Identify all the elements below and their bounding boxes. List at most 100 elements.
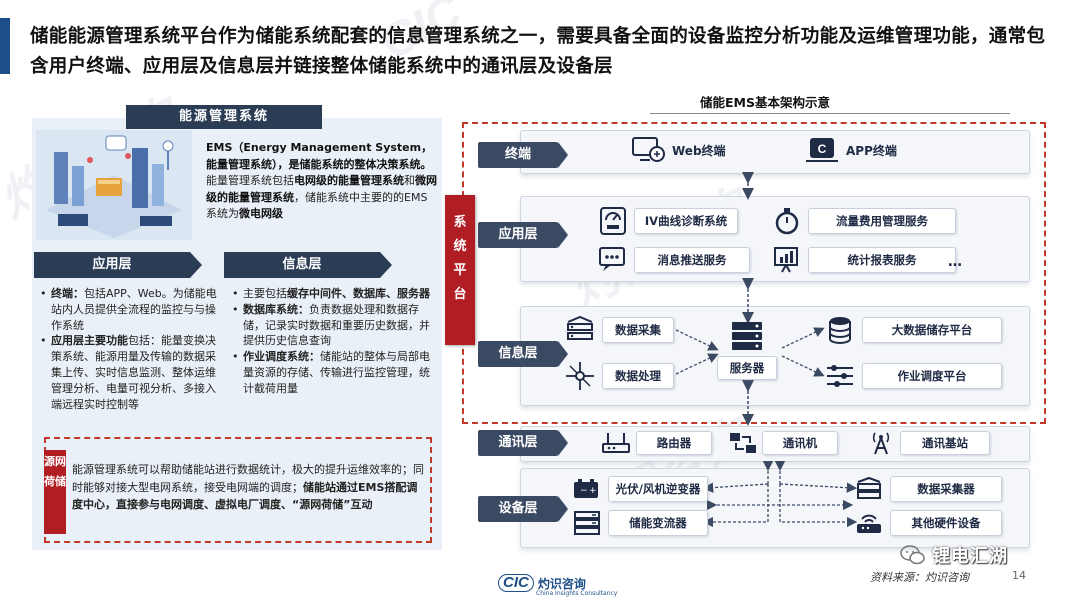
comm-base-station-chip: 通讯基站	[900, 431, 990, 455]
ems-desc-bold-2: 电网级的能量管理系统	[294, 174, 404, 187]
data-collection: 数据采集	[564, 314, 674, 346]
gauge-icon	[598, 206, 628, 236]
svg-text:−: −	[580, 486, 588, 496]
bullet-bold: 作业调度系统：	[243, 350, 320, 364]
cic-logo-subtitle: China Insights Consultancy	[536, 590, 618, 597]
data-processing: 数据处理	[564, 360, 674, 392]
wechat-watermark: 锂电汇湖	[900, 542, 1008, 568]
footer-source: 资料来源：灼识咨询	[870, 571, 969, 584]
page-number: 14	[1012, 569, 1026, 582]
list-item: 主要包括缓存中间件、数据库、服务器	[232, 286, 432, 302]
ems-desc-text-1: 能量管理系统包括	[206, 174, 294, 187]
comm-machine: 通讯机	[728, 430, 838, 456]
ems-desc-text-2: 和	[404, 174, 415, 187]
presentation-chart-icon	[772, 246, 802, 274]
stat-report-service-label: 统计报表服务	[847, 253, 917, 267]
other-hardware: 其他硬件设备	[854, 510, 1002, 536]
chat-icon	[598, 246, 628, 274]
pv-wind-inverter-label: 光伏/风机逆变器	[615, 482, 701, 496]
comm-machine-label: 通讯机	[782, 436, 818, 450]
bullet-bold: 应用层主要功能	[51, 334, 128, 348]
bullet-pre: 主要包括	[243, 287, 287, 300]
collector-rack-icon	[854, 476, 884, 502]
iv-curve-system: IV曲线诊断系统	[598, 206, 738, 236]
cic-logo: CIC 灼识咨询 China Insights Consultancy	[498, 574, 617, 597]
traffic-fee-service: 流量费用管理服务	[772, 206, 956, 236]
traffic-fee-service-chip: 流量费用管理服务	[808, 208, 956, 234]
big-data-storage-label: 大数据储存平台	[891, 323, 973, 337]
svg-text:+: +	[589, 486, 597, 496]
server-icon	[732, 322, 762, 350]
router: 路由器	[600, 430, 712, 456]
network-hub-icon	[564, 360, 596, 392]
pcs-converter: 储能变流器	[572, 510, 708, 536]
big-data-storage-chip: 大数据储存平台	[862, 317, 1002, 343]
job-scheduling-chip: 作业调度平台	[862, 363, 1002, 389]
job-scheduling-platform: 作业调度平台	[824, 360, 1002, 392]
stat-report-service: 统计报表服务	[772, 246, 956, 274]
sliders-icon	[824, 360, 856, 392]
data-collection-chip: 数据采集	[602, 317, 674, 343]
bullet-bold: 终端：	[51, 287, 84, 300]
router-label: 路由器	[656, 436, 692, 450]
message-push-service: 消息推送服务	[598, 246, 750, 274]
source-bold-text: 储能站通过EMS搭配调度中心，直接参与电网调度、虚拟电厂调度、“源网荷储”互动	[72, 480, 418, 512]
wifi-router-icon	[854, 510, 884, 536]
source-grid-load-storage-tag: 源网荷储	[44, 450, 66, 534]
router-icon	[600, 430, 632, 456]
app-layer-bullets: 终端：包括APP、Web。为储能电站内人员提供全流程的监控与与操作系统 应用层主…	[40, 286, 218, 412]
data-processing-chip: 数据处理	[602, 363, 674, 389]
ems-desc-text-3: ，储能系统中主要的的EMS系统为	[206, 190, 428, 221]
svg-text:C: C	[818, 142, 827, 156]
ems-description: EMS（Energy Management System，能量管理系统），是储能…	[206, 140, 438, 223]
battery-icon: −+	[572, 476, 602, 502]
data-collector: 数据采集器	[854, 476, 1002, 502]
job-scheduling-label: 作业调度平台	[897, 369, 967, 383]
data-collection-label: 数据采集	[615, 323, 661, 337]
web-terminal: Web终端	[630, 136, 726, 164]
stat-report-service-chip: 统计报表服务	[808, 247, 956, 273]
pv-wind-inverter: −+ 光伏/风机逆变器	[572, 476, 708, 502]
comm-base-station-label: 通讯基站	[922, 436, 968, 450]
comm-machine-chip: 通讯机	[762, 431, 838, 455]
network-switch-icon	[728, 430, 758, 456]
diagram-title: 储能EMS基本架构示意	[700, 95, 830, 110]
info-layer-header: 信息层	[224, 252, 392, 278]
list-item: 作业调度系统：储能站的整体与局部电量资源的存储、传输进行监控管理，统计截荷用量	[232, 349, 432, 396]
message-push-service-label: 消息推送服务	[657, 253, 727, 267]
list-item: 终端：包括APP、Web。为储能电站内人员提供全流程的监控与与操作系统	[40, 286, 218, 333]
bullet-text: 储能站的整体与局部电量资源的存储、传输进行监控管理，统计截荷用量	[243, 350, 430, 395]
router-chip: 路由器	[636, 431, 712, 455]
app-icon: C	[804, 136, 840, 164]
data-processing-label: 数据处理	[615, 369, 661, 383]
data-collector-chip: 数据采集器	[890, 476, 1002, 502]
app-terminal: C APP终端	[804, 136, 897, 164]
pv-wind-inverter-chip: 光伏/风机逆变器	[608, 476, 708, 502]
message-push-service-chip: 消息推送服务	[634, 247, 750, 273]
app-layer-tag: 应用层	[478, 222, 568, 248]
system-platform-tag: 系统平台	[445, 195, 475, 345]
list-item: 应用层主要功能包括：能量变换决策系统、能源用量及传输的数据采集上传、实时信息监测…	[40, 333, 218, 412]
big-data-storage-platform: 大数据储存平台	[824, 314, 1002, 346]
source-grid-load-storage-text: 能源管理系统可以帮助储能站进行数据统计，极大的提升运维效率的；同时能够对接大型电…	[72, 461, 428, 514]
data-collector-label: 数据采集器	[917, 482, 975, 496]
iv-curve-system-label: IV曲线诊断系统	[644, 214, 728, 228]
info-layer-tag: 信息层	[478, 341, 568, 367]
bullet-bold: 数据库系统：	[243, 302, 309, 316]
comm-layer-tag: 通讯层	[478, 430, 568, 456]
ems-badge: 能源管理系统	[126, 105, 322, 129]
smart-city-illustration	[36, 130, 192, 240]
server-rack-icon	[564, 314, 596, 346]
device-layer-tag: 设备层	[478, 496, 568, 522]
stopwatch-icon	[772, 206, 802, 236]
rack-server-icon	[572, 510, 602, 536]
bullet-text: 包括：能量变换决策系统、能源用量及传输的数据采集上传、实时信息监测、整体运维管理…	[51, 334, 216, 411]
app-terminal-label: APP终端	[846, 143, 897, 158]
ems-desc-bold-4: 微电网级	[239, 207, 283, 220]
terminal-layer-panel	[520, 130, 1030, 174]
bullet-text: 包括APP、Web。为储能电站内人员提供全流程的监控与与操作系统	[51, 287, 217, 332]
list-item: 数据库系统：负责数据处理和数据存储，记录实时数据和重要历史数据，并提供历史信息查…	[232, 302, 432, 349]
monitor-icon	[630, 136, 666, 164]
bullet-text: 负责数据处理和数据存储，记录实时数据和重要历史数据，并提供历史信息查询	[243, 302, 430, 348]
pcs-converter-label: 储能变流器	[629, 516, 687, 530]
